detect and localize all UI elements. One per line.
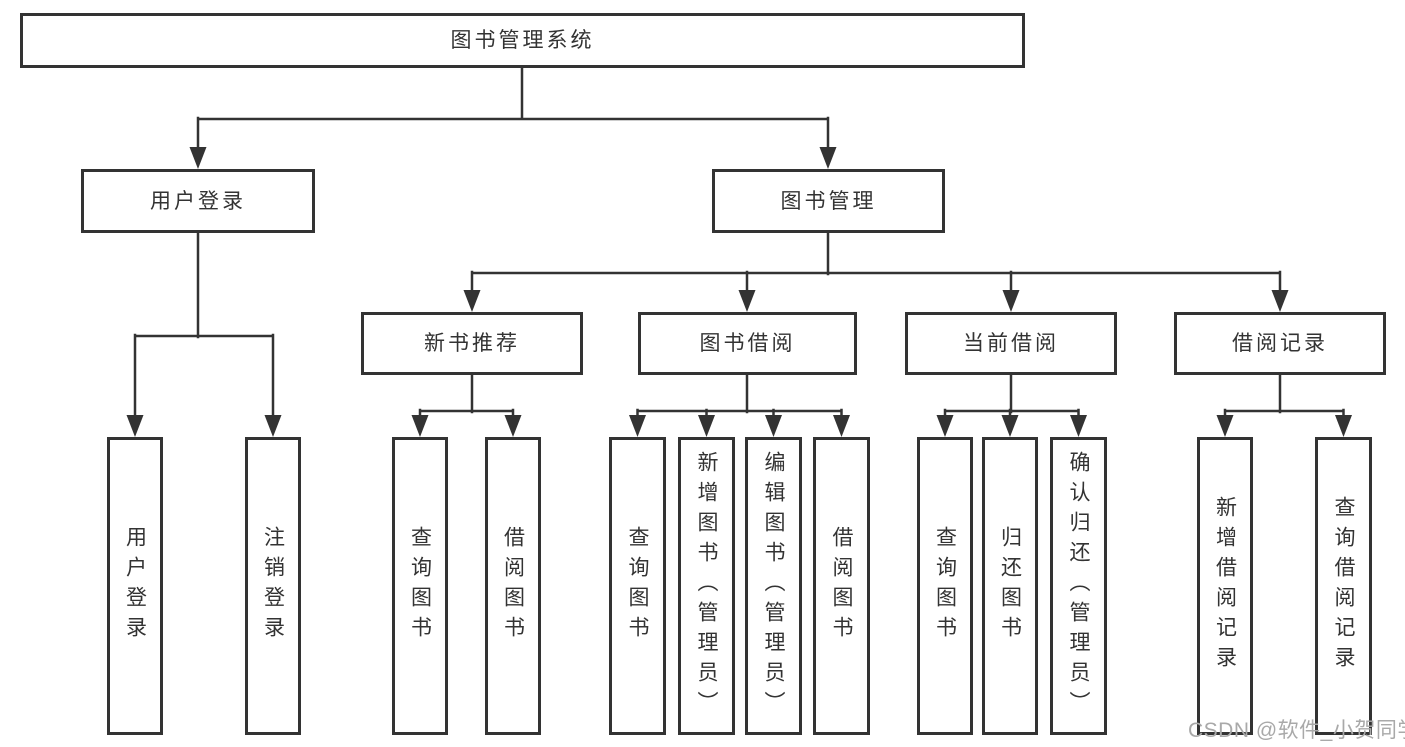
- leaf-query-borrow-record-label: 查询借阅记录: [1332, 496, 1355, 676]
- leaf-borrow-books-2: 借阅图书: [813, 437, 870, 735]
- leaf-query-borrow-record: 查询借阅记录: [1315, 437, 1372, 735]
- leaf-query-books-2-label: 查询图书: [626, 526, 649, 646]
- watermark: CSDN @软件_小贺同学: [1188, 719, 1405, 742]
- leaf-confirm-return-admin: 确认归还（管理员）: [1050, 437, 1107, 735]
- leaf-borrow-books-1: 借阅图书: [485, 437, 541, 735]
- node-current-borrowing-label: 当前借阅: [963, 332, 1059, 355]
- node-borrowing-records: 借阅记录: [1174, 312, 1386, 375]
- leaf-edit-books-admin-label: 编辑图书（管理员）: [762, 451, 785, 721]
- node-new-book-recommendation: 新书推荐: [361, 312, 583, 375]
- leaf-query-books-1: 查询图书: [392, 437, 448, 735]
- node-library-system-label: 图书管理系统: [450, 29, 595, 52]
- node-user-login-label: 用户登录: [150, 189, 246, 213]
- leaf-query-books-1-label: 查询图书: [408, 526, 432, 646]
- leaf-query-books-3-label: 查询图书: [933, 526, 957, 646]
- leaf-user-login: 用户登录: [107, 437, 163, 735]
- node-book-management-label: 图书管理: [780, 189, 877, 213]
- leaf-add-borrow-record-label: 新增借阅记录: [1213, 496, 1237, 676]
- leaf-edit-books-admin: 编辑图书（管理员）: [745, 437, 802, 735]
- node-user-login: 用户登录: [81, 169, 315, 233]
- leaf-query-books-2: 查询图书: [609, 437, 666, 735]
- node-book-management: 图书管理: [712, 169, 945, 233]
- leaf-user-login-label: 用户登录: [123, 526, 147, 646]
- leaf-confirm-return-admin-label: 确认归还（管理员）: [1067, 451, 1090, 721]
- node-book-borrowing: 图书借阅: [638, 312, 857, 375]
- node-book-borrowing-label: 图书借阅: [699, 332, 796, 355]
- leaf-logout: 注销登录: [245, 437, 301, 735]
- leaf-return-books-label: 归还图书: [998, 526, 1022, 646]
- node-new-book-recommendation-label: 新书推荐: [424, 332, 520, 355]
- leaf-return-books: 归还图书: [982, 437, 1038, 735]
- node-current-borrowing: 当前借阅: [905, 312, 1117, 375]
- leaf-add-borrow-record: 新增借阅记录: [1197, 437, 1253, 735]
- leaf-borrow-books-1-label: 借阅图书: [501, 526, 525, 646]
- leaf-add-books-admin: 新增图书（管理员）: [678, 437, 735, 735]
- leaf-query-books-3: 查询图书: [917, 437, 973, 735]
- leaf-logout-label: 注销登录: [261, 526, 285, 646]
- leaf-add-books-admin-label: 新增图书（管理员）: [695, 451, 718, 721]
- leaf-borrow-books-2-label: 借阅图书: [830, 526, 853, 646]
- node-library-system: 图书管理系统: [20, 13, 1025, 68]
- node-borrowing-records-label: 借阅记录: [1232, 332, 1328, 355]
